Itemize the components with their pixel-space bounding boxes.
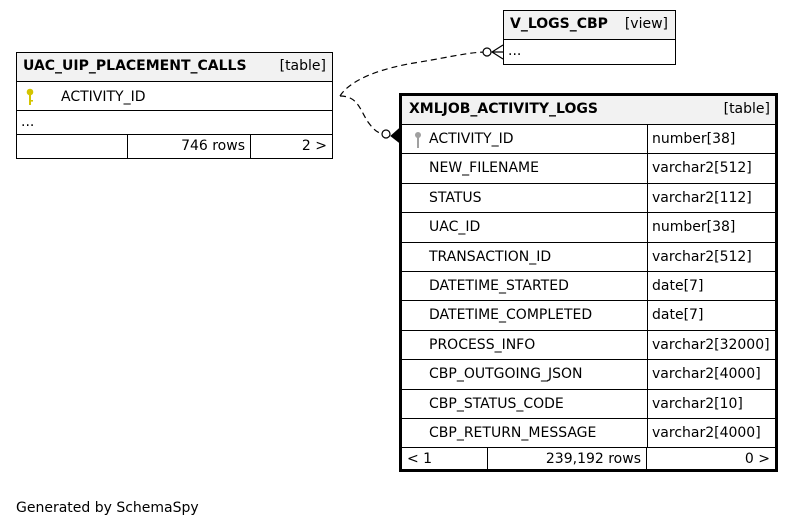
column-type: varchar2[512] [647, 242, 775, 271]
edge-uac-to-view [339, 51, 488, 97]
column-type: varchar2[4000] [647, 419, 775, 448]
table-footer: < 1 239,192 rows 0 > [402, 448, 775, 472]
edge-uac-to-xml-circle [381, 129, 391, 139]
more-columns: ... [504, 40, 675, 65]
row-count: 239,192 rows [488, 448, 647, 472]
column-name: UAC_ID [429, 219, 481, 236]
column-type: date[7] [647, 272, 775, 301]
table-name: XMLJOB_ACTIVITY_LOGS [409, 101, 598, 117]
edge-uac-to-xml [339, 95, 387, 135]
column-row[interactable]: DATETIME_COMPLETED date[7] [402, 301, 775, 331]
table-header: UAC_UIP_PLACEMENT_CALLS [table] [17, 53, 332, 82]
primary-key-icon [25, 88, 35, 110]
column-name: PROCESS_INFO [429, 336, 536, 353]
column-row[interactable]: NEW_FILENAME varchar2[512] [402, 154, 775, 184]
column-type: varchar2[112] [647, 183, 775, 213]
column-type: varchar2[10] [647, 389, 775, 418]
table-uac-uip-placement-calls[interactable]: UAC_UIP_PLACEMENT_CALLS [table] ACTIVITY… [16, 52, 333, 159]
column-name: ACTIVITY_ID [61, 89, 146, 105]
footer-children[interactable]: 0 > [744, 451, 770, 467]
table-name: UAC_UIP_PLACEMENT_CALLS [23, 58, 247, 74]
column-row[interactable]: CBP_OUTGOING_JSON varchar2[4000] [402, 360, 775, 390]
view-name: V_LOGS_CBP [510, 16, 608, 32]
column-name: CBP_OUTGOING_JSON [429, 366, 583, 383]
table-type: [table] [723, 101, 770, 117]
column-name: NEW_FILENAME [429, 160, 539, 177]
column-row[interactable]: CBP_RETURN_MESSAGE varchar2[4000] [402, 419, 775, 449]
table-footer: 746 rows 2 > [17, 135, 332, 159]
column-row[interactable]: UAC_ID number[38] [402, 213, 775, 243]
view-type: [view] [624, 16, 668, 32]
column-type: number[38] [647, 125, 775, 154]
table-xmljob-activity-logs[interactable]: XMLJOB_ACTIVITY_LOGS [table] ACTIVITY_ID… [399, 93, 778, 472]
column-name: CBP_RETURN_MESSAGE [429, 425, 597, 441]
more-columns: ... [17, 111, 332, 135]
column-row[interactable]: DATETIME_STARTED date[7] [402, 272, 775, 302]
footer-parents[interactable] [17, 135, 128, 159]
column-type: date[7] [647, 301, 775, 330]
table-type: [table] [279, 58, 326, 74]
column-name: TRANSACTION_ID [429, 248, 552, 265]
view-v-logs-cbp[interactable]: V_LOGS_CBP [view] ... [503, 10, 676, 65]
column-row[interactable]: ACTIVITY_ID number[38] [402, 125, 775, 155]
generated-by-label: Generated by SchemaSpy [16, 500, 199, 516]
edge-uac-to-view-crowfoot [490, 44, 504, 60]
ellipsis: ... [508, 43, 522, 59]
view-header: V_LOGS_CBP [view] [504, 11, 675, 40]
column-name: DATETIME_COMPLETED [429, 307, 593, 324]
column-type: number[38] [647, 213, 775, 242]
column-row[interactable]: CBP_STATUS_CODE varchar2[10] [402, 389, 775, 419]
table-header: XMLJOB_ACTIVITY_LOGS [table] [402, 96, 775, 125]
column-row[interactable]: PROCESS_INFO varchar2[32000] [402, 330, 775, 361]
column-name: STATUS [429, 189, 482, 206]
column-row[interactable]: ACTIVITY_ID [17, 82, 332, 111]
column-type: varchar2[32000] [647, 330, 775, 360]
column-row[interactable]: STATUS varchar2[112] [402, 183, 775, 214]
footer-children-link[interactable]: 2 > [301, 138, 327, 154]
column-type: varchar2[512] [647, 154, 775, 183]
column-row[interactable]: TRANSACTION_ID varchar2[512] [402, 242, 775, 272]
footer-parents-link[interactable]: < 1 [402, 448, 488, 472]
column-type: varchar2[4000] [647, 360, 775, 389]
row-count: 746 rows [128, 135, 251, 159]
column-name: ACTIVITY_ID [429, 131, 514, 147]
foreign-key-icon [414, 131, 422, 153]
column-name: DATETIME_STARTED [429, 278, 569, 294]
ellipsis: ... [21, 114, 35, 130]
edge-uac-to-view-circle [482, 47, 492, 57]
column-name: CBP_STATUS_CODE [429, 395, 564, 412]
